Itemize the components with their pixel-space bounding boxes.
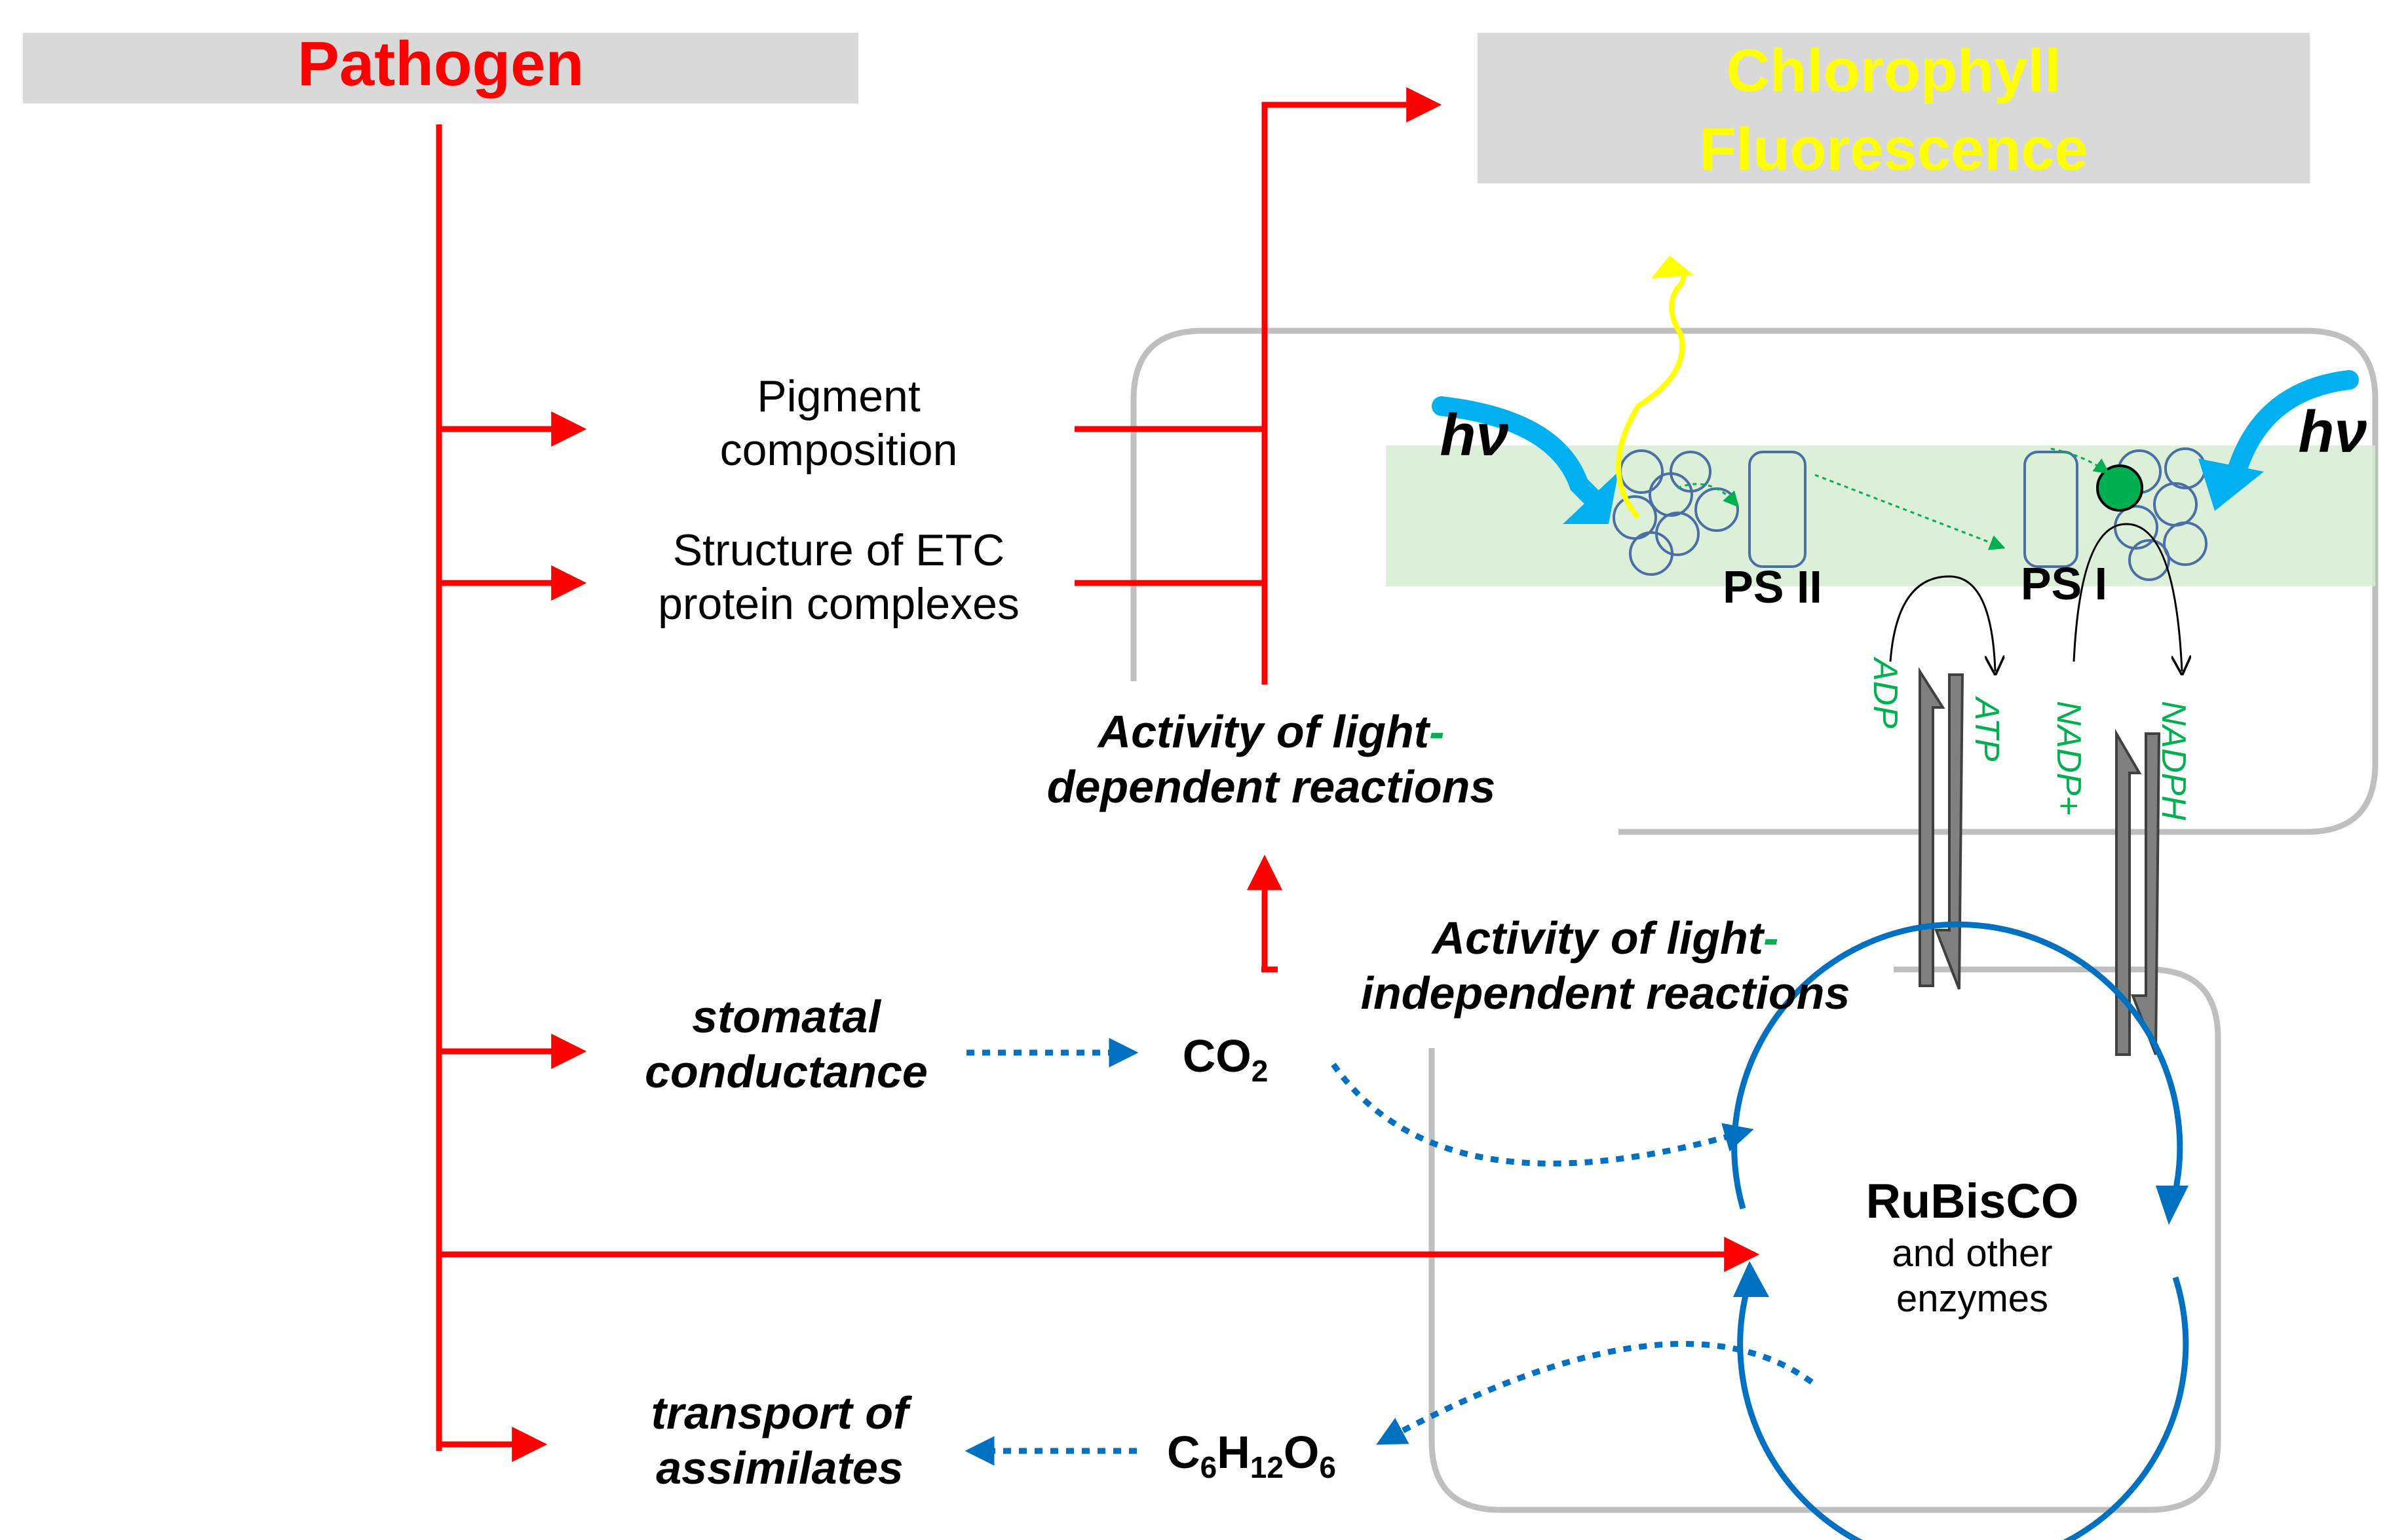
enzymes-line2: enzymes [1896,1277,2049,1321]
thylakoid-outline [1130,328,2379,835]
light-dep-dash: - [1429,706,1445,757]
pigment-line1: Pigment [757,371,921,421]
calvin-cycle-lower-head [1733,1261,1769,1297]
co2-label: CO2 [1160,1028,1291,1089]
transport-line2: assimilates [656,1442,904,1493]
glucose-label: C6H12O6 [1140,1425,1363,1486]
chlorophyll-line2: Fluorescence [1699,116,2088,183]
fluorescence-arrowhead [1651,255,1694,278]
rubisco-label: RuBisCO and other enzymes [1835,1173,2110,1322]
atp-synthesis-arrow [1889,575,1995,671]
rubisco-name: RuBisCO [1865,1174,2079,1228]
light-dep-line2: dependent reactions [1046,761,1496,812]
ps1-label: PS I [2021,558,2107,609]
nadph-reduction-arrow [2073,523,2182,671]
light-dep-line1: Activity of light [1098,706,1430,757]
etc-structure-label: Structure of ETC protein complexes [616,524,1061,631]
light-arrow-left-head [1563,472,1618,524]
light-independent-activity-label: Activity of light- independent reactions [1317,911,1894,1021]
glucose-c: C [1167,1427,1200,1478]
atp-label: ATP [1968,696,2006,762]
pigment-line2: composition [719,424,958,475]
nadp-label: NADP+ [2050,701,2088,816]
calvin-cycle-lower [1737,1276,2189,1540]
pigment-composition-label: Pigment composition [662,370,1016,477]
hv-left: hν [1440,403,1508,468]
pathogen-effect-arrows [436,87,1760,1462]
fluorescence-wave [1616,263,1686,519]
transport-line1: transport of [651,1387,909,1438]
nadph-label: NADPH [2154,701,2192,820]
reaction-center-dot [2096,464,2143,512]
pathogen-title: Pathogen [297,29,584,99]
stomatal-conductance-label: stomatal conductance [609,989,963,1099]
chlorophyll-line1: Chlorophyll [1726,37,2061,104]
calvin-cycle-upper [1731,921,2183,1210]
light-arrow-left [1432,396,1609,514]
etc-line2: protein complexes [658,578,1020,629]
electron-flow-1 [1677,483,1739,508]
enzymes-line1: and other [1892,1231,2053,1275]
hv-right: hν [2298,400,2367,465]
adp-label: ADP [1866,656,1904,728]
glucose-sub-12: 12 [1250,1450,1284,1484]
nadp-nadph-shuttle [2115,728,2161,1056]
glucose-sub-6b: 6 [1319,1450,1336,1484]
glucose-o: O [1283,1427,1320,1478]
etc-line1: Structure of ETC [672,525,1005,575]
atp-adp-shuttle [1919,667,1964,990]
calvin-cycle-upper-head [2156,1186,2188,1225]
light-dependent-activity-label: Activity of light- dependent reactions [1009,704,1533,814]
light-arrow-right-head [2198,459,2264,511]
light-indep-dash: - [1763,912,1779,964]
pathogen-title-box [23,33,858,103]
electron-flow-3 [2050,447,2110,474]
co2-sub: 2 [1251,1054,1269,1088]
light-arrow-right [2228,370,2359,478]
stomatal-line1: stomatal [692,991,881,1042]
co2-main: CO [1182,1030,1252,1081]
stroma-outline [1428,966,2221,1513]
chlorophyll-fluorescence-box [1478,33,2310,183]
stomatal-line2: conductance [645,1046,928,1097]
light-indep-line1: Activity of light [1432,912,1764,964]
glucose-sub-6a: 6 [1200,1450,1217,1484]
electron-flow-2 [1814,474,2006,550]
light-indep-line2: independent reactions [1360,967,1850,1019]
glucose-h: H [1217,1427,1250,1478]
chlorophyll-fluorescence-title: Chlorophyll Fluorescence [1478,31,2310,189]
carbon-flow-arrows [965,1038,1814,1466]
ps2-label: PS II [1723,561,1822,612]
transport-assimilates-label: transport of assimilates [590,1385,970,1495]
